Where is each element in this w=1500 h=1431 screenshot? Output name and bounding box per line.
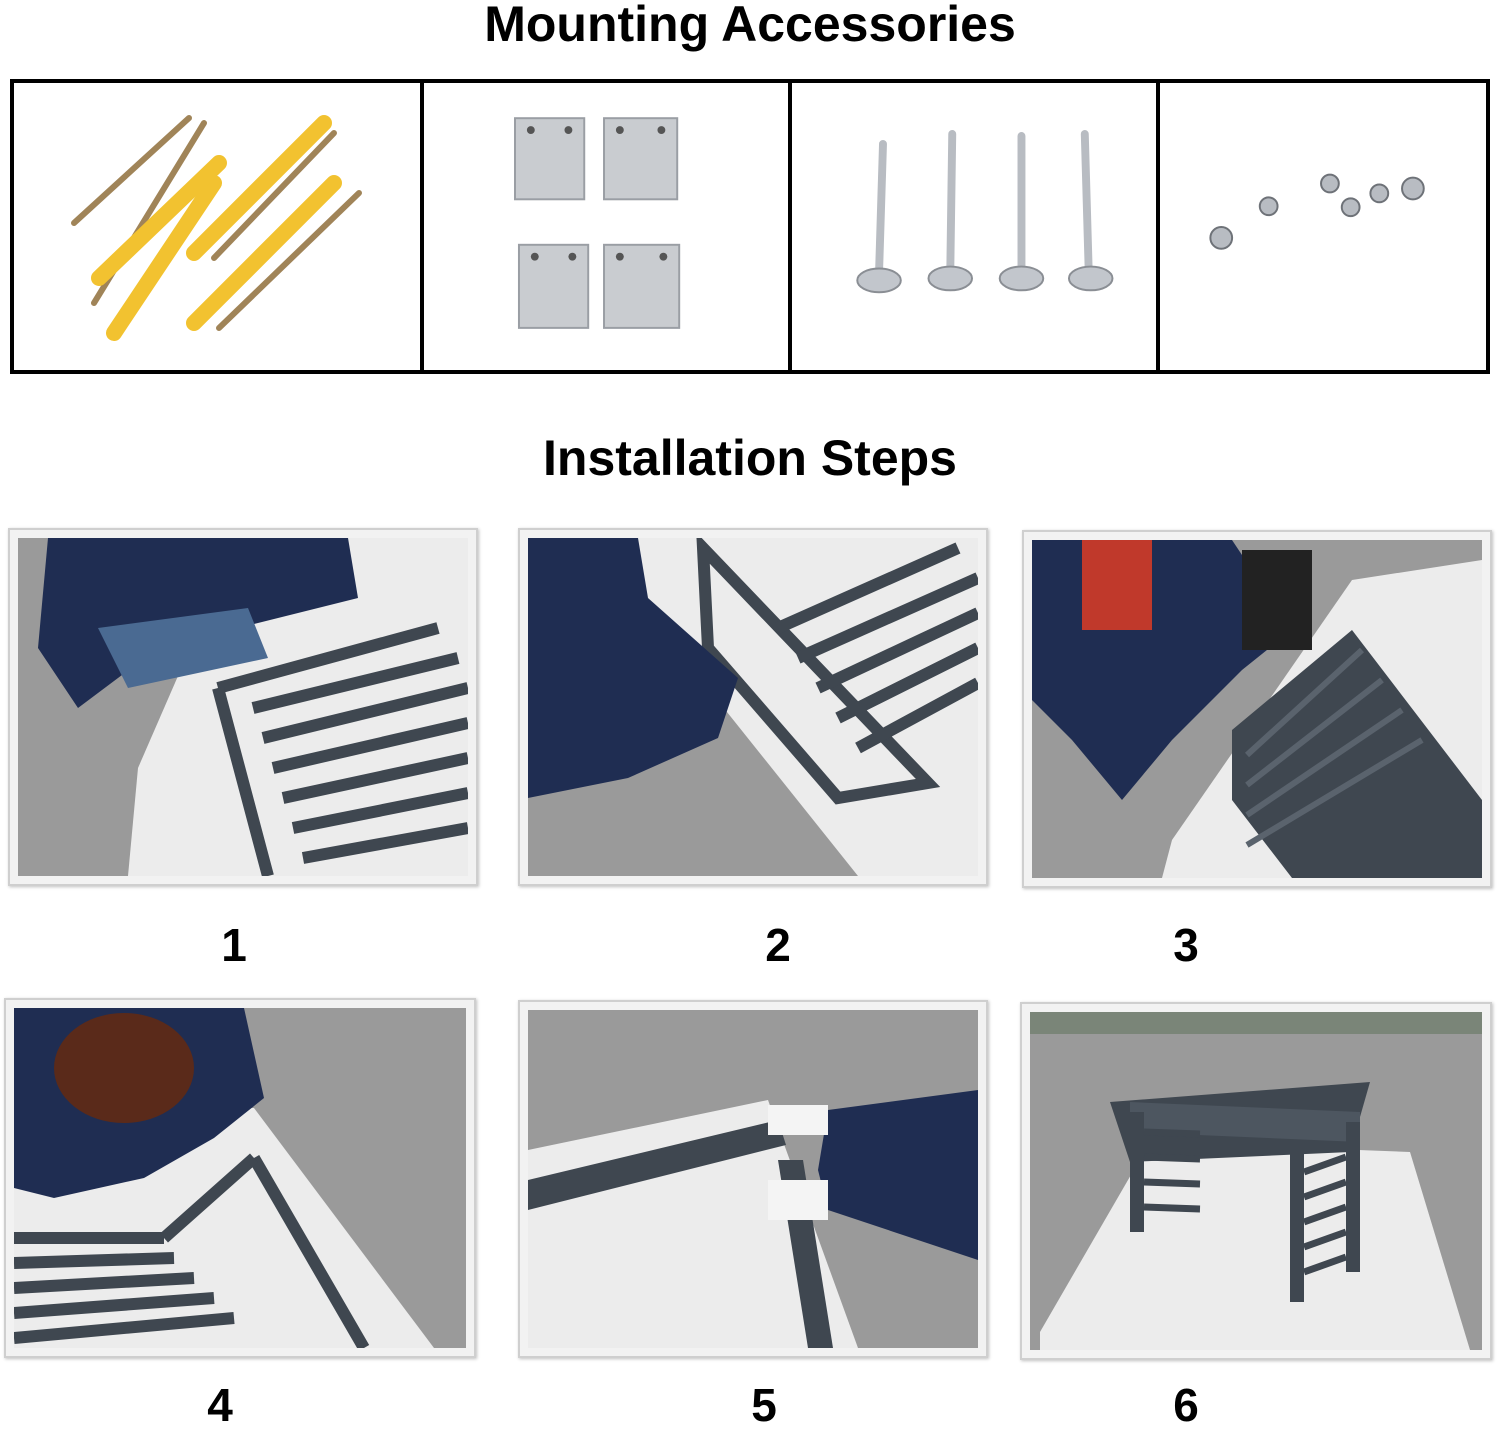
short-self-tapping-screws-icon	[1209, 173, 1425, 250]
step-photo-2	[518, 528, 988, 886]
step-photo-6	[1020, 1002, 1492, 1360]
step-number-5: 5	[751, 1379, 777, 1431]
accessory-cell-anchors	[14, 83, 420, 370]
mounting-accessories-heading: Mounting Accessories	[484, 0, 1016, 52]
step-photo-5	[518, 1000, 988, 1358]
expansion-anchor-screws-icon	[71, 115, 362, 341]
metal-l-bracket-icon	[514, 117, 681, 329]
step-photo-4	[4, 998, 476, 1358]
long-phillips-screws-icon	[856, 130, 1114, 294]
step-photo-1	[8, 528, 478, 886]
accessory-cell-small-screws	[1156, 83, 1486, 370]
installation-steps-heading: Installation Steps	[543, 430, 957, 486]
step-number-3: 3	[1173, 919, 1199, 971]
accessory-cell-brackets	[420, 83, 788, 370]
step-number-4: 4	[207, 1379, 233, 1431]
step-number-6: 6	[1173, 1379, 1199, 1431]
step-photo-3	[1022, 530, 1492, 888]
step-number-1: 1	[221, 919, 247, 971]
accessories-table	[10, 79, 1490, 374]
accessory-cell-long-screws	[788, 83, 1156, 370]
step-number-2: 2	[765, 919, 791, 971]
